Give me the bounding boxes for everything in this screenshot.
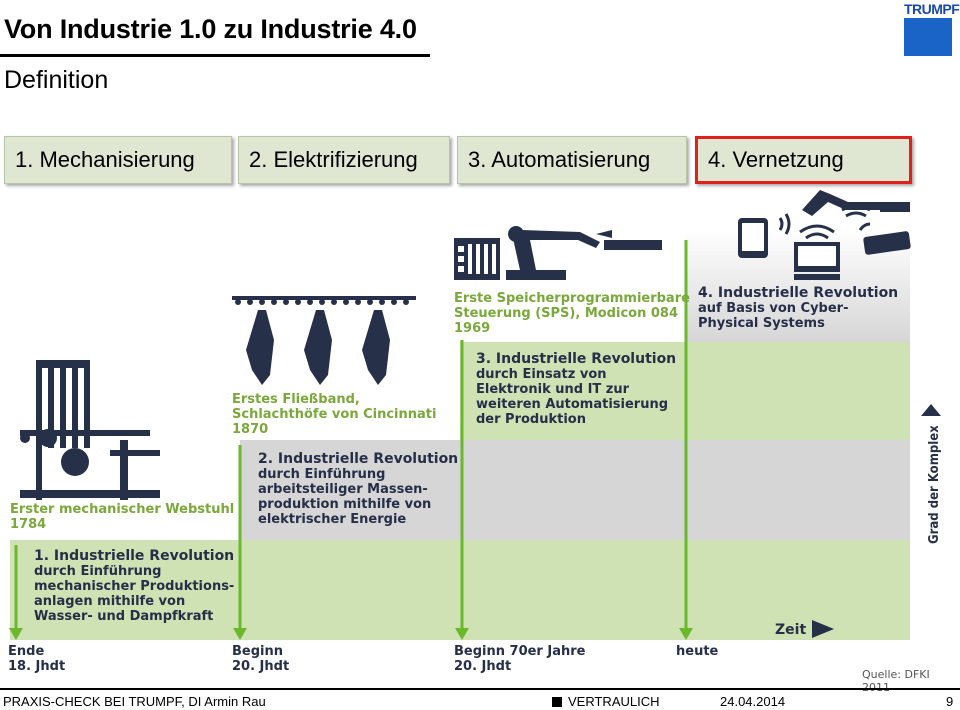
time-label-line: Beginn 70er Jahre <box>454 644 586 659</box>
revolution-line: durch Einsatz von <box>476 367 607 382</box>
revolution-heading: 2. Industrielle Revolution <box>258 451 459 467</box>
timeline-arrowheads <box>9 628 693 640</box>
source-note: Quelle: DFKI 2011 <box>862 668 930 694</box>
title-underline <box>0 54 430 57</box>
time-label-4: heute <box>676 644 718 659</box>
revolution-line: weiteren Automatisierung <box>476 397 669 412</box>
time-label-line: 20. Jhdt <box>454 659 512 674</box>
logo-square <box>904 18 952 56</box>
footer-date: 24.04.2014 <box>720 694 786 709</box>
revolution-line: mechanischer Produktions- <box>34 579 235 594</box>
footer-presenter: PRAXIS-CHECK BEI TRUMPF, DI Armin Rau <box>3 694 266 709</box>
complexity-axis-label: Grad der Komplexität <box>927 426 942 544</box>
stage-tab-vernetzung: 4. Vernetzung <box>695 136 912 184</box>
conveyor-icon <box>232 296 416 385</box>
time-label-3: Beginn 70er Jahre 20. Jhdt <box>454 644 585 674</box>
milestone-year: 1784 <box>10 517 47 532</box>
time-label-line: heute <box>676 644 719 659</box>
revolution-heading: 1. Industrielle Revolution <box>34 548 235 564</box>
time-label-line: 18. Jhdt <box>8 659 66 674</box>
logo-text: TRUMPF <box>904 1 960 17</box>
milestone-year: 1870 <box>232 422 269 437</box>
time-label-1: Ende 18. Jhdt <box>8 644 65 674</box>
revolution-3: 3. Industrielle Revolution durch Einsatz… <box>476 351 677 428</box>
revolution-line: Elektronik und IT zur <box>476 382 630 397</box>
revolution-line: elektrischer Energie <box>258 512 407 527</box>
revolution-4: 4. Industrielle Revolution auf Basis von… <box>698 285 899 332</box>
plc-robot-icon <box>454 226 662 280</box>
revolution-line: Physical Systems <box>698 316 825 331</box>
slide-title: Von Industrie 1.0 zu Industrie 4.0 <box>4 14 417 44</box>
milestone-line: Erste Speicherprogrammierbare <box>454 291 690 306</box>
time-label-line: Beginn <box>232 644 283 659</box>
slide-subtitle: Definition <box>4 66 109 94</box>
time-label-line: Ende <box>8 644 45 659</box>
industrial-revolution-diagram: Erster mechanischer Webstuhl 1784 Erstes… <box>0 190 960 694</box>
complexity-bands <box>10 230 910 640</box>
connected-devices-icon <box>738 190 911 280</box>
revolution-line: auf Basis von Cyber- <box>698 301 849 316</box>
milestone-line: Schlachthöfe von Cincinnati <box>232 407 437 422</box>
revolution-line: Wasser- und Dampfkraft <box>34 609 214 624</box>
complexity-arrow-icon <box>921 404 941 416</box>
time-label-2: Beginn 20. Jhdt <box>232 644 289 674</box>
time-arrow-icon <box>812 620 834 638</box>
revolution-line: durch Einführung <box>34 564 162 579</box>
milestone-line: Steuerung (SPS), Modicon 084 <box>454 306 679 321</box>
milestone-year: 1969 <box>454 321 491 336</box>
confidential-square-icon <box>552 697 562 707</box>
timeline-markers <box>14 240 688 630</box>
revolution-line: durch Einführung <box>258 467 386 482</box>
diagram-graphics <box>9 190 941 640</box>
stage-tab-automatisierung: 3. Automatisierung <box>457 136 687 184</box>
revolution-2: 2. Industrielle Revolution durch Einführ… <box>258 451 459 528</box>
revolution-line: anlagen mithilfe von <box>34 594 186 609</box>
milestone-line: Erstes Fließband, <box>232 392 360 407</box>
complexity-axis: Grad der Komplexität <box>927 426 942 544</box>
footer-page-number: 9 <box>946 694 954 709</box>
time-axis-label: Zeit <box>775 622 807 638</box>
revolution-1: 1. Industrielle Revolution durch Einführ… <box>34 548 235 625</box>
footer-confidential: VERTRAULICH <box>568 694 660 709</box>
stage-tab-mechanisierung: 1. Mechanisierung <box>4 136 232 184</box>
revolution-line: arbeitsteiliger Massen- <box>258 482 428 497</box>
revolution-line: produktion mithilfe von <box>258 497 432 512</box>
revolution-heading: 3. Industrielle Revolution <box>476 351 677 367</box>
stage-tab-elektrifizierung: 2. Elektrifizierung <box>238 136 450 184</box>
milestone-sps: Erste Speicherprogrammierbare Steuerung … <box>454 291 690 336</box>
trumpf-logo: TRUMPF <box>896 1 960 56</box>
revolution-heading: 4. Industrielle Revolution <box>698 285 899 301</box>
revolution-line: der Produktion <box>476 412 586 427</box>
footer-rule <box>0 688 960 690</box>
milestone-line: Erster mechanischer Webstuhl <box>10 502 235 517</box>
milestone-fliessband: Erstes Fließband, Schlachthöfe von Cinci… <box>232 392 436 437</box>
loom-icon <box>20 360 160 500</box>
milestone-webstuhl: Erster mechanischer Webstuhl 1784 <box>10 502 234 532</box>
wifi-signal-icon <box>778 204 871 240</box>
time-label-line: 20. Jhdt <box>232 659 290 674</box>
